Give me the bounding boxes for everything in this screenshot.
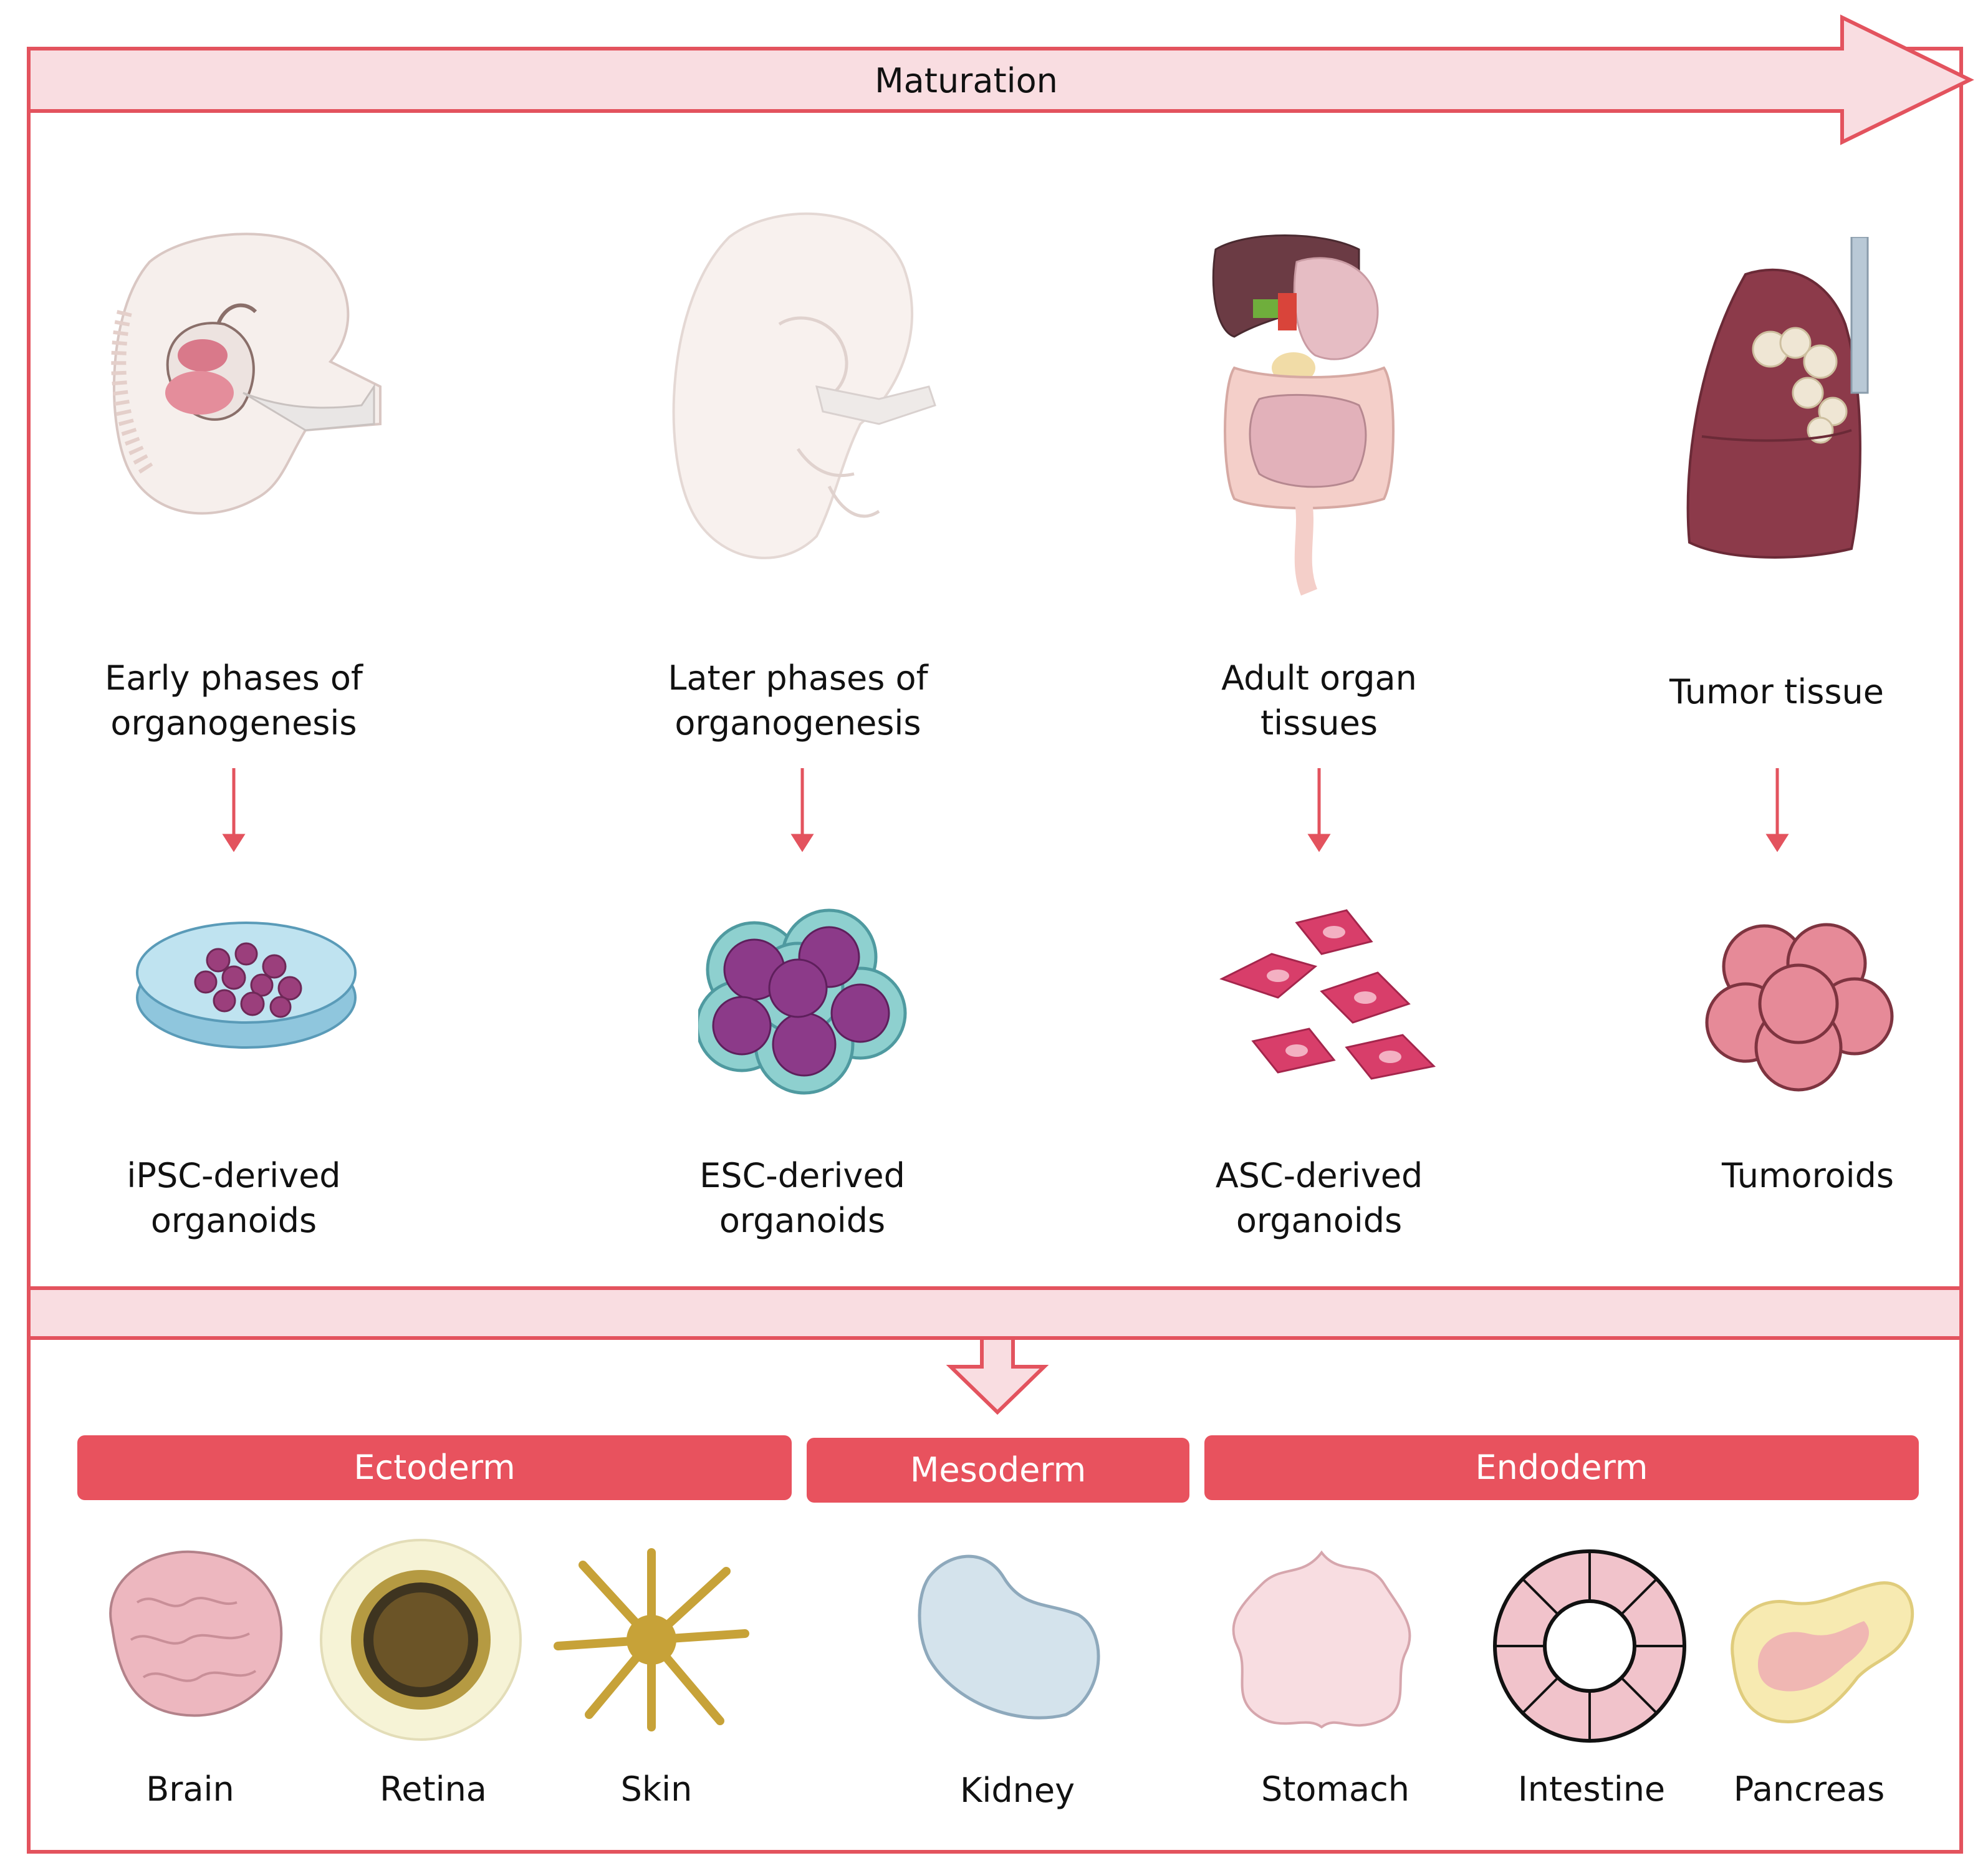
germ-layer-endoderm: Endoderm bbox=[1204, 1435, 1919, 1500]
organoid-label-1b: organoids bbox=[150, 1201, 317, 1240]
organ-label-retina: Retina bbox=[380, 1769, 487, 1809]
organ-label-skin: Skin bbox=[620, 1769, 693, 1809]
organoid-label-1a: iPSC-derived bbox=[127, 1156, 341, 1195]
stage-label-4a: Tumor tissue bbox=[1669, 672, 1884, 711]
tumoroid-illustration bbox=[1705, 923, 1894, 1092]
organoid-label-4a: Tumoroids bbox=[1721, 1156, 1894, 1195]
brain-illustration bbox=[109, 1550, 283, 1717]
intestine-organoid-illustration bbox=[1493, 1549, 1686, 1743]
petri-dish-illustration bbox=[136, 922, 357, 1049]
retina-illustration bbox=[320, 1539, 522, 1741]
kidney-illustration bbox=[918, 1554, 1100, 1720]
maturation-arrow bbox=[27, 14, 1974, 145]
germ-layer-ectoderm: Ectoderm bbox=[77, 1435, 792, 1500]
later-embryo-illustration bbox=[672, 212, 936, 559]
stage-label-1a: Early phases of bbox=[105, 658, 363, 698]
skin-cell-illustration bbox=[554, 1548, 749, 1731]
down-arrow bbox=[946, 1336, 1049, 1415]
organ-label-brain: Brain bbox=[146, 1769, 234, 1809]
organoid-label-3b: organoids bbox=[1236, 1201, 1403, 1240]
stage-label-1b: organogenesis bbox=[110, 703, 357, 743]
organ-label-kidney: Kidney bbox=[959, 1771, 1075, 1810]
divider-band bbox=[27, 1286, 1963, 1340]
stage-label-2b: organogenesis bbox=[675, 703, 921, 743]
digestive-system-illustration bbox=[1212, 234, 1395, 596]
pancreas-organoid-illustration bbox=[1731, 1581, 1914, 1723]
early-embryo-illustration bbox=[111, 233, 382, 515]
esc-cluster-illustration bbox=[698, 908, 907, 1095]
organoid-label-3a: ASC-derived bbox=[1215, 1156, 1423, 1195]
organoid-label-2b: organoids bbox=[719, 1201, 886, 1240]
organoid-label-2a: ESC-derived bbox=[699, 1156, 905, 1195]
stage-label-2a: Later phases of bbox=[668, 658, 928, 698]
stomach-organoid-illustration bbox=[1232, 1550, 1411, 1729]
asc-cells-illustration bbox=[1219, 909, 1436, 1080]
maturation-label: Maturation bbox=[875, 61, 1058, 100]
germ-layer-mesoderm: Mesoderm bbox=[807, 1438, 1189, 1503]
stage-label-3b: tissues bbox=[1260, 703, 1378, 743]
organ-label-stomach: Stomach bbox=[1261, 1769, 1410, 1809]
stage-label-3a: Adult organ bbox=[1221, 658, 1417, 698]
organ-label-pancreas: Pancreas bbox=[1733, 1769, 1885, 1809]
lung-tumor-illustration bbox=[1686, 237, 1869, 559]
organ-label-intestine: Intestine bbox=[1517, 1769, 1666, 1809]
